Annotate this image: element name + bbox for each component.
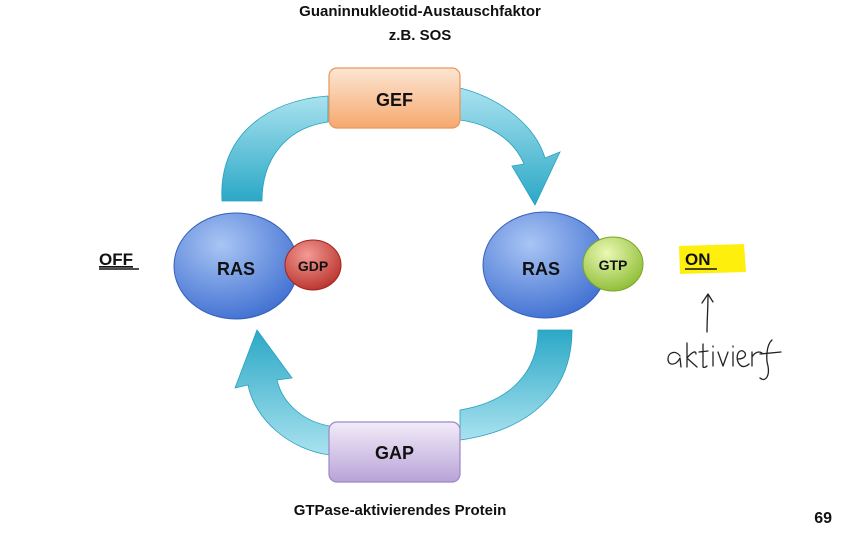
gef-label: GEF <box>376 90 413 110</box>
handwritten-arrow-shaft <box>706 294 709 333</box>
state-on-label: ON <box>685 250 711 269</box>
bottom-left-cycle-arrow <box>234 329 331 456</box>
handwritten-annotation <box>667 293 782 381</box>
top-left-cycle-arrow <box>221 95 329 202</box>
top-right-cycle-arrow <box>459 87 561 206</box>
title-line-1: Guaninnukleotid-Austauschfaktor <box>299 3 541 20</box>
gdp-badge: GDP <box>298 258 328 274</box>
ras-left-label: RAS <box>217 259 255 279</box>
gtp-badge: GTP <box>599 257 628 273</box>
handwritten-arrow-head <box>701 293 714 304</box>
ras-right-label: RAS <box>522 259 560 279</box>
on-highlight <box>679 244 746 274</box>
ras-gdp-complex: RAS GDP <box>173 212 342 320</box>
title-line-2: z.B. SOS <box>389 27 452 44</box>
bottom-caption: GTPase-aktivierendes Protein <box>294 502 507 519</box>
page-number: 69 <box>814 510 832 527</box>
gef-box: GEF <box>328 67 461 129</box>
gap-label: GAP <box>375 443 414 463</box>
ras-gtp-complex: RAS GTP <box>482 211 644 319</box>
state-off-label: OFF <box>99 250 133 269</box>
gap-box: GAP <box>328 421 461 483</box>
bottom-right-cycle-arrow <box>459 329 573 441</box>
